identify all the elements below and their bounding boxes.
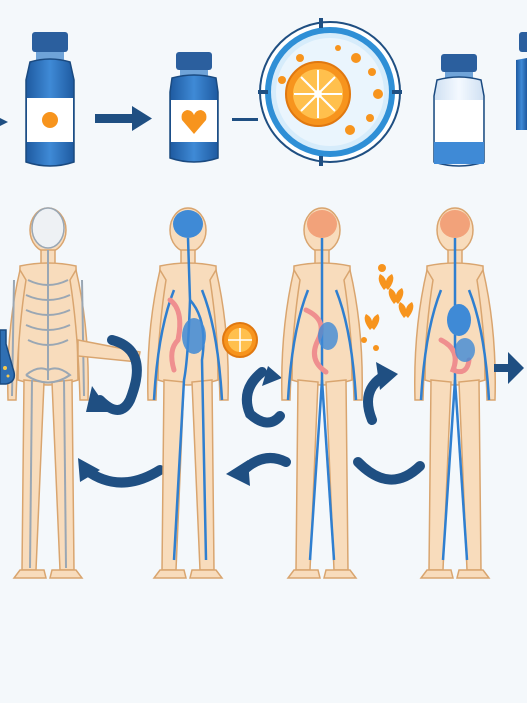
curved-arrow-bottom-left-icon — [78, 458, 165, 488]
curved-arrow-up-icon — [363, 362, 398, 425]
butterfly-icon — [361, 264, 414, 351]
figure-organs — [414, 207, 496, 579]
curved-arrow-bottom-mid-icon — [226, 453, 291, 486]
arrow-edge-left-icon — [0, 118, 8, 126]
bottle-partial-icon — [516, 32, 527, 130]
orange-slice-icon — [222, 322, 258, 358]
bottle-with-heart-icon — [169, 52, 219, 163]
curved-arrow-bottom-right-icon — [353, 457, 425, 485]
figures-row — [0, 207, 524, 579]
curved-arrow-down-icon — [86, 335, 142, 415]
flask-icon — [0, 329, 16, 385]
top-row — [0, 18, 527, 167]
arrow-right-icon — [95, 106, 152, 131]
figure-skeleton — [7, 207, 141, 579]
bottle-plain-icon — [433, 54, 485, 167]
bottle-with-orange-dot-icon — [25, 32, 75, 167]
figure-circulation — [147, 207, 229, 579]
orange-in-cell-icon — [258, 18, 402, 166]
arrow-right-edge-icon — [494, 352, 524, 384]
curved-arrow-loop-icon — [242, 366, 285, 428]
connector-line — [232, 118, 258, 121]
figure-nervous-system — [281, 207, 363, 579]
